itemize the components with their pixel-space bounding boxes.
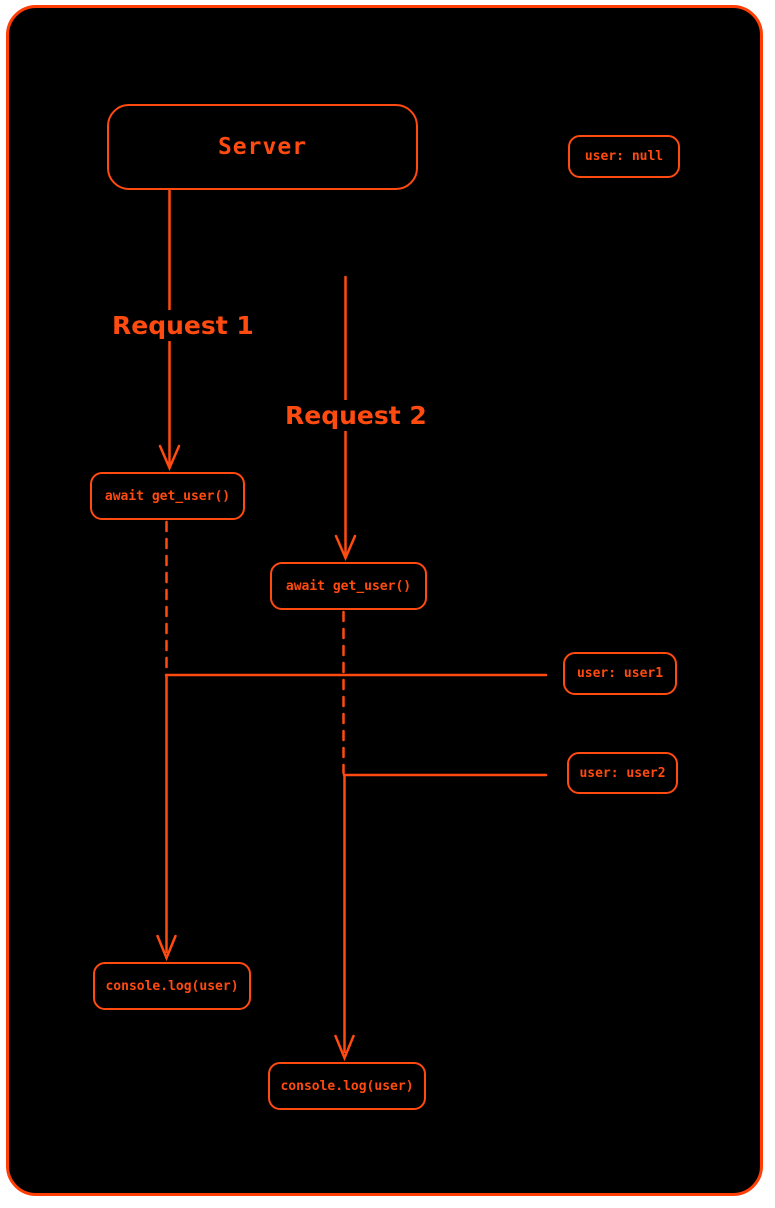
request-2-label: Request 2 [281, 400, 431, 431]
console-2-arrowhead-icon [334, 1034, 355, 1062]
request-1-label: Request 1 [108, 310, 258, 341]
user-user1-state-node: user: user1 [563, 652, 677, 695]
console-log-1-node: console.log(user) [93, 962, 251, 1010]
await-get-user-1-node: await get_user() [90, 472, 245, 520]
user-null-state-node: user: null [568, 135, 680, 178]
console-log-2-node: console.log(user) [268, 1062, 426, 1110]
request-1-arrowhead-icon [158, 444, 181, 472]
server-node: Server [107, 104, 418, 190]
request-2-arrowhead-icon [334, 534, 357, 562]
await-get-user-2-node: await get_user() [270, 562, 427, 610]
user-user2-state-node: user: user2 [567, 752, 678, 794]
console-1-arrowhead-icon [156, 934, 177, 962]
